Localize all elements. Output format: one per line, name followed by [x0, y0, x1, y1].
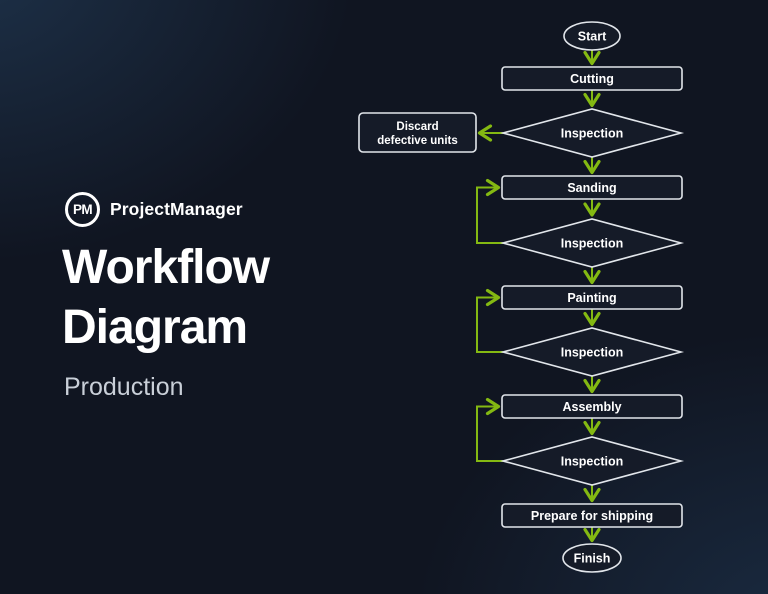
page-title: Workflow Diagram	[62, 238, 270, 358]
node-finish: Finish	[562, 543, 622, 573]
node-inspection-4: Inspection	[499, 436, 685, 486]
sanding-label: Sanding	[567, 181, 616, 195]
node-cutting: Cutting	[501, 66, 683, 91]
assembly-label: Assembly	[562, 400, 621, 414]
node-start: Start	[563, 21, 621, 51]
inspection1-decision-shape	[499, 108, 685, 158]
discard-label-line1: Discard	[396, 121, 438, 133]
inspection3-decision-shape	[499, 327, 685, 377]
edge-inspection2-sanding-loop	[476, 178, 503, 244]
discard-label-line2: defective units	[377, 135, 458, 147]
node-inspection-2: Inspection	[499, 218, 685, 268]
inspection4-decision-shape	[499, 436, 685, 486]
page-subtitle: Production	[64, 373, 184, 401]
cutting-process-shape	[501, 66, 683, 91]
start-terminator-shape	[563, 21, 621, 51]
logo-monogram: PM	[72, 202, 93, 217]
inspection2-decision-shape	[499, 218, 685, 268]
painting-process-shape	[501, 285, 683, 310]
page-title-line1: Workflow	[62, 241, 270, 294]
node-inspection-3: Inspection	[499, 327, 685, 377]
inspection2-label: Inspection	[561, 237, 624, 251]
inspection3-label: Inspection	[561, 346, 624, 360]
node-prepare-for-shipping: Prepare for shipping	[501, 503, 683, 528]
inspection4-label: Inspection	[561, 455, 624, 469]
painting-label: Painting	[567, 291, 616, 305]
edge-inspection4-assembly-loop	[476, 397, 503, 462]
page-title-line2: Diagram	[62, 301, 248, 354]
finish-terminator-shape	[562, 543, 622, 573]
discard-process-shape	[358, 112, 477, 153]
brand-row: PM ProjectManager	[65, 192, 243, 227]
node-painting: Painting	[501, 285, 683, 310]
shipping-process-shape	[501, 503, 683, 528]
assembly-process-shape	[501, 394, 683, 419]
node-inspection-1: Inspection	[499, 108, 685, 158]
edge-inspection3-painting-loop	[476, 288, 503, 353]
finish-label: Finish	[574, 552, 611, 566]
start-label: Start	[578, 30, 607, 44]
projectmanager-logo-icon: PM	[65, 192, 100, 227]
shipping-label: Prepare for shipping	[531, 509, 653, 523]
brand-name: ProjectManager	[110, 199, 243, 219]
inspection1-label: Inspection	[561, 127, 624, 141]
sanding-process-shape	[501, 175, 683, 200]
node-assembly: Assembly	[501, 394, 683, 419]
node-sanding: Sanding	[501, 175, 683, 200]
node-discard-defective-units: Discard defective units	[358, 112, 477, 153]
cutting-label: Cutting	[570, 72, 614, 86]
